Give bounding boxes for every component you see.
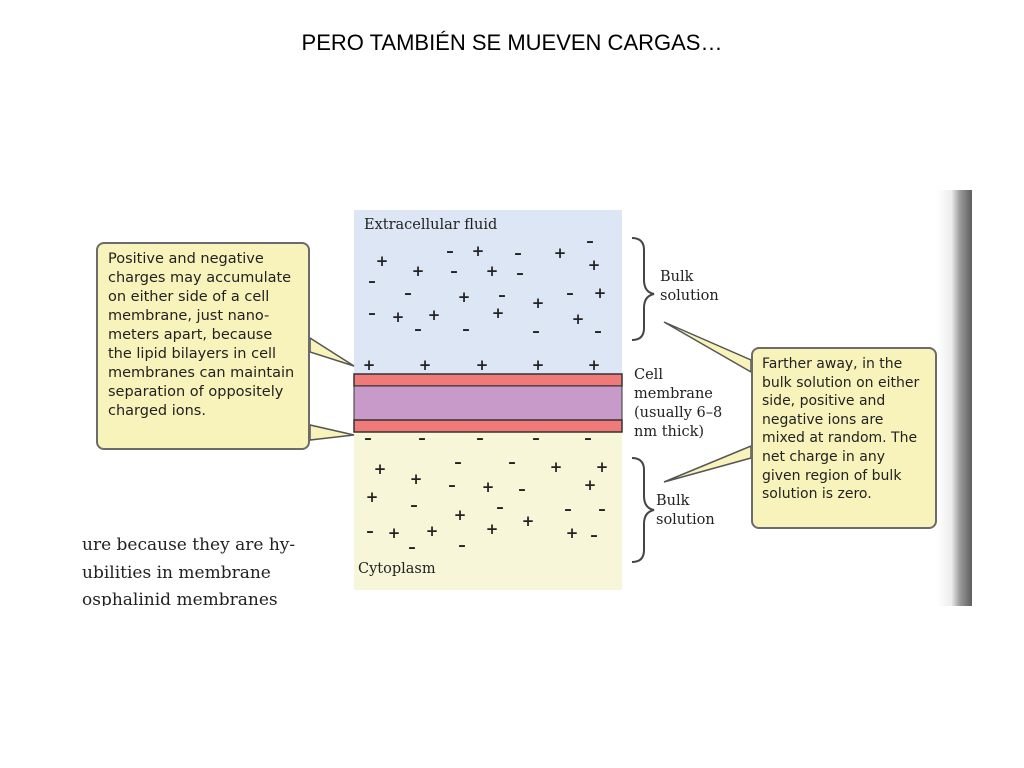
- extracellular-positive-ion: +: [412, 262, 425, 280]
- cytoplasm-ions: ––++++–+–++––––++–++++–––: [366, 453, 609, 556]
- membrane-top-positive-ion: +: [419, 356, 432, 374]
- cytoplasm-negative-ion: –: [366, 522, 374, 540]
- cytoplasm-negative-ion: –: [458, 536, 466, 554]
- membrane-bottom-negative-ion: –: [364, 429, 372, 447]
- cytoplasm-negative-ion: –: [564, 500, 572, 518]
- extracellular-negative-ion: –: [566, 284, 574, 302]
- cytoplasm-negative-ion: –: [518, 480, 526, 498]
- extracellular-negative-ion: –: [532, 322, 540, 340]
- page-edge-shadow: [952, 190, 972, 606]
- left-callout-pointer-bottom: [309, 424, 355, 441]
- book-text-line-2: ubilities in membrane: [82, 563, 271, 583]
- extracellular-positive-ion: +: [588, 256, 601, 274]
- cytoplasm-positive-ion: +: [388, 524, 401, 542]
- extracellular-positive-ion: +: [392, 308, 405, 326]
- membrane-surface-positive-ions: + + + + +: [363, 356, 601, 374]
- left-callout-pointer-top: [309, 336, 355, 367]
- cytoplasm-negative-ion: –: [408, 538, 416, 556]
- extracellular-positive-ion: +: [428, 306, 441, 324]
- extracellular-positive-ion: +: [532, 294, 545, 312]
- right-callout-pointer-bottom: [663, 444, 752, 483]
- extracellular-positive-ion: +: [594, 284, 607, 302]
- extracellular-positive-ion: +: [554, 244, 567, 262]
- brace-bottom: [631, 457, 655, 563]
- extracellular-positive-ion: +: [572, 310, 585, 328]
- cytoplasm-positive-ion: +: [566, 524, 579, 542]
- cytoplasm-positive-ion: +: [426, 522, 439, 540]
- extracellular-negative-ion: –: [414, 320, 422, 338]
- cytoplasm-positive-ion: +: [584, 476, 597, 494]
- brace-top: [631, 237, 655, 341]
- cytoplasm-negative-ion: –: [410, 496, 418, 514]
- cytoplasm-positive-ion: +: [550, 458, 563, 476]
- cytoplasm-positive-ion: +: [522, 512, 535, 530]
- bulk-solution-top-label: Bulk solution: [660, 269, 719, 304]
- extracellular-region: [354, 210, 622, 375]
- cytoplasm-positive-ion: +: [410, 470, 423, 488]
- cytoplasm-region: [354, 432, 622, 590]
- membrane-bottom-negative-ion: –: [584, 429, 592, 447]
- extracellular-negative-ion: –: [368, 272, 376, 290]
- extracellular-positive-ion: +: [492, 304, 505, 322]
- membrane-inner-leaflet: [353, 419, 623, 433]
- membrane-surface-negative-ions: –––––: [364, 429, 592, 447]
- extracellular-positive-ion: +: [486, 262, 499, 280]
- extracellular-positive-ion: +: [376, 252, 389, 270]
- extracellular-negative-ion: –: [368, 304, 376, 322]
- extracellular-negative-ion: –: [462, 320, 470, 338]
- cytoplasm-positive-ion: +: [482, 478, 495, 496]
- extracellular-negative-ion: –: [514, 244, 522, 262]
- cytoplasm-negative-ion: –: [598, 500, 606, 518]
- extracellular-positive-ion: +: [458, 288, 471, 306]
- callout-charge-accumulation: Positive and negative charges may accumu…: [96, 242, 310, 450]
- textbook-scan: ––+–+++–+–+––+–+–+–++++–––– +++++ ––––– …: [82, 190, 972, 606]
- cytoplasm-positive-ion: +: [486, 520, 499, 538]
- book-text-line-3: osphalinid membranes: [82, 590, 278, 606]
- cytoplasm-negative-ion: –: [590, 526, 598, 544]
- cytoplasm-negative-ion: –: [448, 476, 456, 494]
- cytoplasm-negative-ion: –: [496, 498, 504, 516]
- extracellular-negative-ion: –: [586, 232, 594, 250]
- membrane-bottom-negative-ion: –: [532, 429, 540, 447]
- cell-membrane-label: Cell membrane (usually 6–8 nm thick): [634, 367, 723, 440]
- extracellular-negative-ion: –: [404, 284, 412, 302]
- cytoplasm-positive-ion: +: [366, 488, 379, 506]
- extracellular-ions: ––+–+++–+–+––+–+–+–++++––––: [368, 232, 606, 340]
- cytoplasm-positive-ion: +: [374, 460, 387, 478]
- extracellular-fluid-label: Extracellular fluid: [364, 217, 498, 233]
- extracellular-negative-ion: –: [498, 286, 506, 304]
- membrane-outer-leaflet: [353, 373, 623, 387]
- right-callout-pointer-top: [663, 321, 752, 374]
- extracellular-positive-ion: +: [472, 242, 485, 260]
- membrane-bottom-negative-ion: –: [418, 429, 426, 447]
- membrane-core: [353, 385, 623, 421]
- membrane-top-positive-ion: +: [363, 356, 376, 374]
- callout-bulk-solution: Farther away, in the bulk solution on ei…: [751, 347, 937, 529]
- membrane-diagram: ––+–+++–+–+––+–+–+–++++–––– +++++ ––––– …: [309, 210, 752, 590]
- cytoplasm-positive-ion: +: [596, 458, 609, 476]
- book-text-line-1: ure because they are hy-: [82, 535, 296, 555]
- page-shadow-light: [937, 190, 952, 606]
- extracellular-negative-ion: –: [450, 262, 458, 280]
- membrane-top-positive-ion: +: [588, 356, 601, 374]
- membrane-top-positive-ion: +: [532, 356, 545, 374]
- slide-title: PERO TAMBIÉN SE MUEVEN CARGAS…: [301, 30, 723, 55]
- bulk-solution-bottom-label: Bulk solution: [656, 493, 715, 528]
- extracellular-negative-ion: –: [594, 322, 602, 340]
- membrane-top-positive-ion: +: [476, 356, 489, 374]
- cytoplasm-negative-ion: –: [454, 453, 462, 471]
- cytoplasm-positive-ion: +: [454, 506, 467, 524]
- cytoplasm-negative-ion: –: [508, 453, 516, 471]
- membrane-bottom-negative-ion: –: [476, 429, 484, 447]
- extracellular-negative-ion: –: [446, 242, 454, 260]
- extracellular-negative-ion: –: [516, 264, 524, 282]
- cytoplasm-label: Cytoplasm: [358, 561, 436, 577]
